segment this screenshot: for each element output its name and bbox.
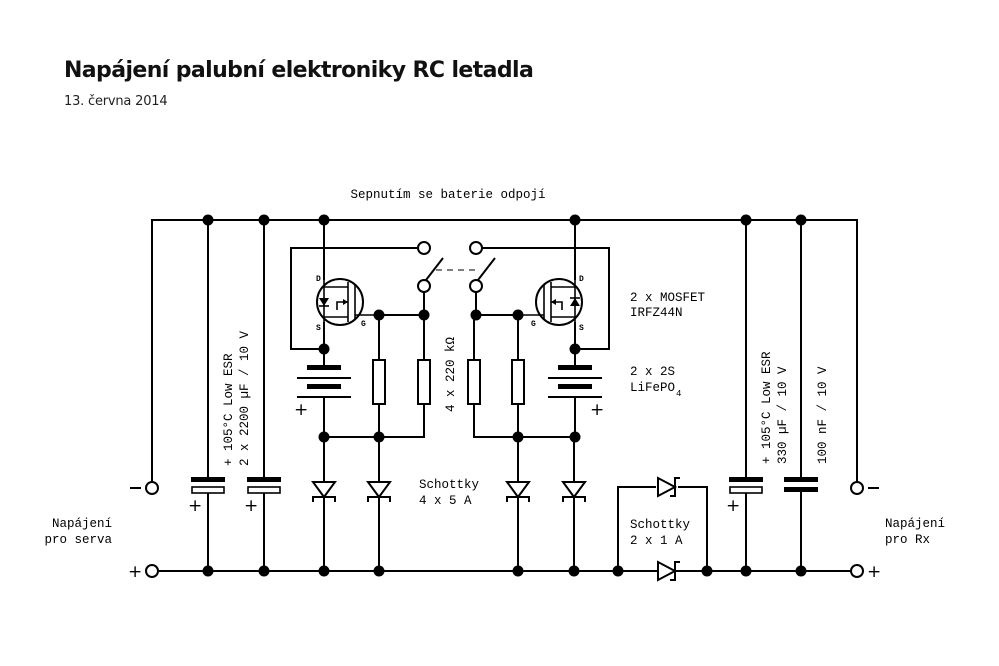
cap-ceramic-label: 100 nF / 10 V — [816, 366, 830, 464]
negative-rail — [151, 219, 858, 482]
svg-text:G: G — [531, 320, 536, 329]
capacitor-2200uf-2: + — [244, 220, 281, 571]
svg-text:D: D — [316, 275, 321, 284]
battery-node-junctions — [318, 431, 581, 443]
cap-left-label-line1: + 105°C Low ESR — [222, 353, 236, 466]
schottky-diode-3 — [505, 437, 531, 571]
rx-terminal-minus[interactable] — [850, 481, 879, 495]
svg-text:S: S — [316, 324, 321, 333]
schottky-main-label-line1: Schottky — [419, 478, 480, 492]
servo-terminal-plus[interactable]: + — [128, 562, 159, 582]
battery-left: + — [294, 349, 351, 437]
capacitor-330uf: + — [726, 220, 763, 571]
schottky-main-label-line2: 4 x 5 A — [419, 494, 472, 508]
servo-terminal-minus[interactable] — [130, 481, 159, 495]
mosfet-right: D S G — [476, 220, 584, 349]
cap-right-label-line1: + 105°C Low ESR — [760, 351, 774, 464]
page-date: 13. června 2014 — [64, 94, 168, 109]
schottky-diode-1 — [311, 437, 337, 571]
svg-text:G: G — [361, 320, 366, 329]
svg-text:+: + — [294, 400, 308, 420]
svg-text:S: S — [579, 324, 584, 333]
rx-output-label-line2: pro Rx — [885, 533, 930, 547]
mosfet-label-line2: IRFZ44N — [630, 306, 683, 320]
svg-text:+: + — [590, 400, 604, 420]
mosfet-label-line1: 2 x MOSFET — [630, 291, 706, 305]
resistor-4 — [511, 315, 525, 437]
servo-output-label-line2: pro serva — [44, 533, 112, 547]
page-title: Napájení palubní elektroniky RC letadla — [64, 58, 534, 83]
battery-label-line1: 2 x 2S — [630, 365, 675, 379]
resistors-label: 4 x 220 kΩ — [444, 336, 458, 412]
switch-note: Sepnutím se baterie odpojí — [350, 188, 545, 202]
servo-output-label-line1: Napájení — [52, 517, 112, 531]
servo-plus-sign: + — [128, 562, 142, 582]
resistor-1 — [372, 315, 386, 437]
schottky-small-label-line1: Schottky — [630, 518, 691, 532]
schottky-diodes-1a — [617, 476, 708, 582]
cap-right-label-line2: 330 µF / 10 V — [776, 366, 790, 464]
dpst-switch[interactable] — [290, 241, 610, 350]
rx-plus-sign: + — [867, 562, 881, 582]
rx-output-label-line1: Napájení — [885, 517, 945, 531]
schottky-diodes-5a — [311, 437, 587, 571]
svg-text:+: + — [244, 496, 258, 516]
svg-text:+: + — [188, 496, 202, 516]
mosfet-left: D S G — [316, 220, 418, 349]
capacitor-100nf — [784, 220, 818, 571]
schottky-diode-4 — [561, 437, 587, 571]
schottky-diode-2 — [366, 437, 392, 571]
rx-terminal-plus[interactable]: + — [850, 562, 881, 582]
battery-label-subscript: 4 — [676, 389, 681, 399]
svg-text:+: + — [726, 496, 740, 516]
cap-left-label-line2: 2 x 2200 µF / 10 V — [238, 330, 252, 466]
battery-label-line2: LiFePO — [630, 381, 675, 395]
schottky-small-label-line2: 2 x 1 A — [630, 534, 683, 548]
svg-text:D: D — [579, 275, 584, 284]
battery-right: + — [548, 349, 604, 437]
capacitor-2200uf-1: + — [188, 220, 225, 571]
